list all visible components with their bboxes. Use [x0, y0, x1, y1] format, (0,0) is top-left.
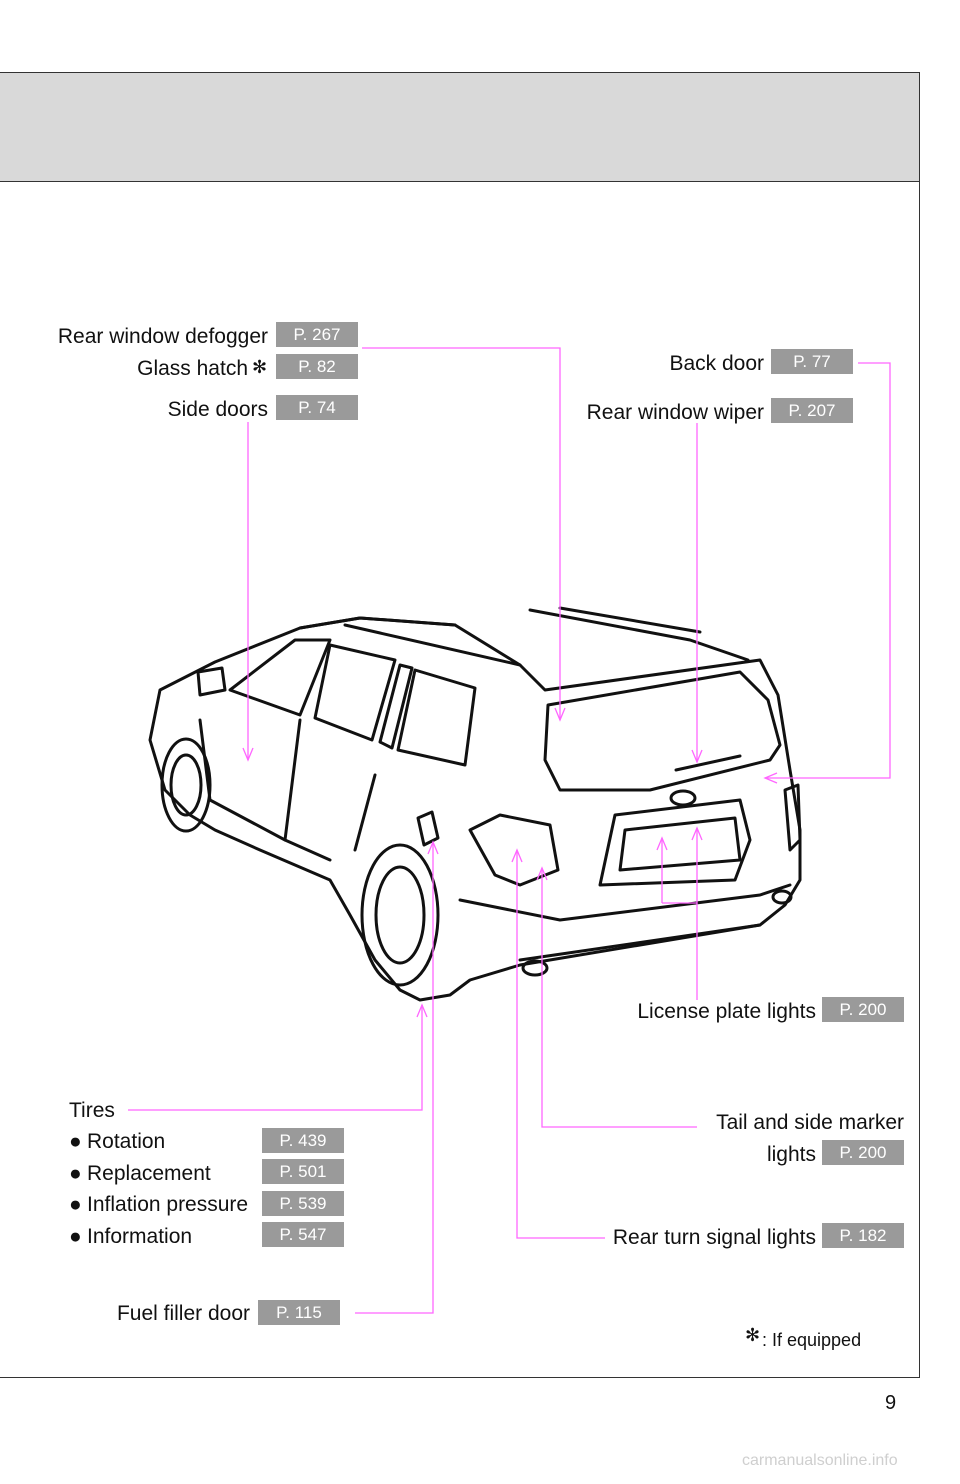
tires-item-page[interactable]: P. 501: [262, 1159, 344, 1184]
fuel-filler-door-page[interactable]: P. 115: [258, 1300, 340, 1325]
tires-item-page[interactable]: P. 439: [262, 1128, 344, 1153]
footnote-text: : If equipped: [762, 1330, 862, 1350]
side-doors-label: Side doors: [167, 398, 268, 421]
back-door-page[interactable]: P. 77: [771, 349, 853, 374]
tires-item-label: Information: [87, 1225, 193, 1248]
tires-bullet-icon: ●: [69, 1130, 82, 1153]
tires-item-label: Rotation: [87, 1130, 166, 1153]
tires-title: Tires: [69, 1099, 115, 1122]
page-number: 9: [885, 1392, 897, 1414]
glass-hatch-label: Glass hatch: [137, 357, 248, 380]
tires-bullet-icon: ●: [69, 1225, 82, 1248]
rear-turn-signal-page[interactable]: P. 182: [822, 1223, 904, 1248]
frame-bottom-rule: [0, 1377, 920, 1378]
tires-item-label: Replacement: [87, 1162, 211, 1185]
glass-hatch-page[interactable]: P. 82: [276, 354, 358, 379]
rear-window-wiper-page[interactable]: P. 207: [771, 398, 853, 423]
footnote-star-icon: ✻: [745, 1325, 761, 1345]
tail-side-marker-label-line2: lights: [766, 1143, 816, 1166]
rear-window-wiper-label: Rear window wiper: [586, 401, 764, 424]
tires-item-page[interactable]: P. 547: [262, 1222, 344, 1247]
license-plate-lights-label: License plate lights: [637, 1000, 816, 1023]
frame-right-rule: [919, 72, 920, 1378]
header-band: [0, 72, 920, 182]
back-door-label: Back door: [669, 352, 764, 375]
license-plate-lights-page[interactable]: P. 200: [822, 997, 904, 1022]
rear-window-defogger-label: Rear window defogger: [57, 325, 268, 348]
tires-item-label: Inflation pressure: [87, 1193, 249, 1216]
tail-side-marker-page[interactable]: P. 200: [822, 1140, 904, 1165]
if-equipped-star-icon: ✻: [252, 357, 268, 377]
tires-bullet-icon: ●: [69, 1193, 82, 1216]
watermark: carmanualsonline.info: [742, 1452, 898, 1469]
rear-turn-signal-label: Rear turn signal lights: [612, 1226, 816, 1249]
tail-side-marker-label-line1: Tail and side marker: [716, 1111, 904, 1134]
rear-window-defogger-page[interactable]: P. 267: [276, 322, 358, 347]
tires-bullet-icon: ●: [69, 1162, 82, 1185]
tires-item-page[interactable]: P. 539: [262, 1191, 344, 1216]
fuel-filler-door-label: Fuel filler door: [116, 1302, 250, 1325]
side-doors-page[interactable]: P. 74: [276, 395, 358, 420]
